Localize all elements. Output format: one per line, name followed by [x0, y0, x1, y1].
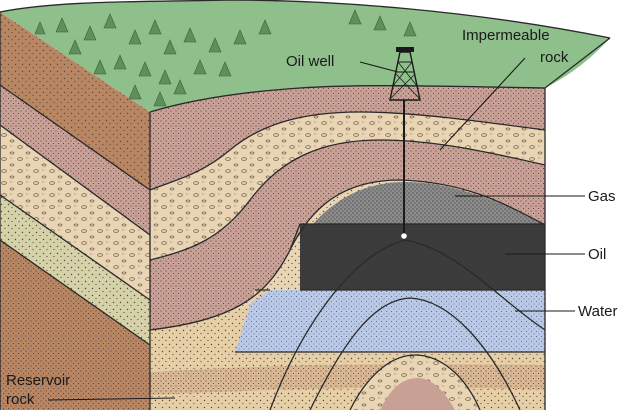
land-surface: [0, 0, 611, 113]
label-reservoir-line2: rock: [6, 391, 35, 408]
label-impermeable-line1: Impermeable: [462, 27, 550, 44]
front-face: [149, 85, 546, 410]
left-face: [0, 12, 151, 410]
labels: Oil well Impermeable rock Gas Oil Water …: [6, 27, 617, 408]
label-impermeable-line2: rock: [540, 49, 569, 66]
lower-anticline-inner: [380, 378, 455, 410]
oil-well-derrick: [389, 47, 421, 239]
label-gas: Gas: [588, 188, 616, 205]
label-water: Water: [578, 303, 617, 320]
label-oil-well: Oil well: [286, 53, 334, 70]
label-oil: Oil: [588, 246, 606, 263]
label-reservoir-line1: Reservoir: [6, 372, 70, 389]
trees: [34, 9, 417, 107]
